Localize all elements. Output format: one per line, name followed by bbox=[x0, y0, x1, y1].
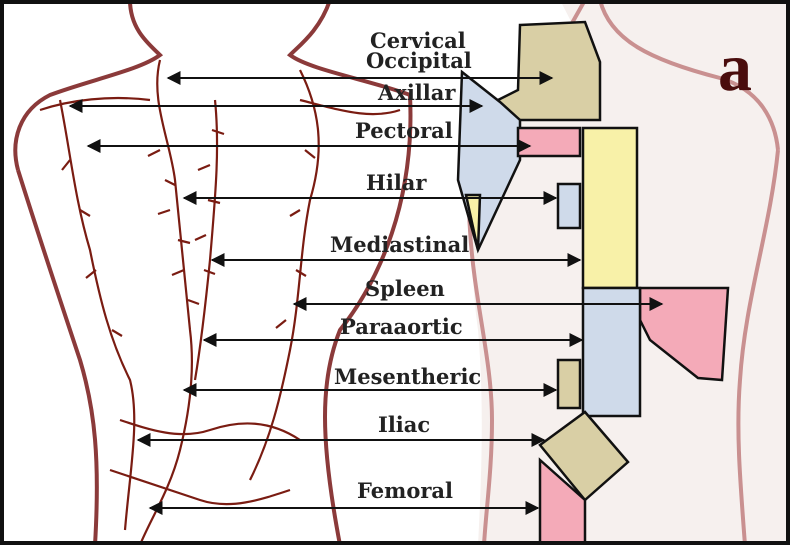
label-hilar: Hilar bbox=[366, 170, 427, 195]
label-axillar: Axillar bbox=[377, 80, 456, 105]
pectoral-region bbox=[518, 128, 580, 156]
mesentheric-region bbox=[558, 360, 580, 408]
label-spleen: Spleen bbox=[365, 276, 445, 301]
label-occipital: Occipital bbox=[366, 48, 472, 73]
label-paraaortic: Paraaortic bbox=[340, 314, 463, 339]
panel-letter: a bbox=[718, 29, 752, 105]
mediastinal-region bbox=[583, 128, 637, 288]
label-iliac: Iliac bbox=[378, 412, 430, 437]
label-pectoral: Pectoral bbox=[355, 118, 453, 143]
label-femoral: Femoral bbox=[357, 478, 453, 503]
hilar-region bbox=[558, 184, 580, 228]
label-mediastinal: Mediastinal bbox=[330, 232, 469, 257]
label-mesentheric: Mesentheric bbox=[334, 364, 481, 389]
paraaortic-region bbox=[583, 288, 640, 416]
